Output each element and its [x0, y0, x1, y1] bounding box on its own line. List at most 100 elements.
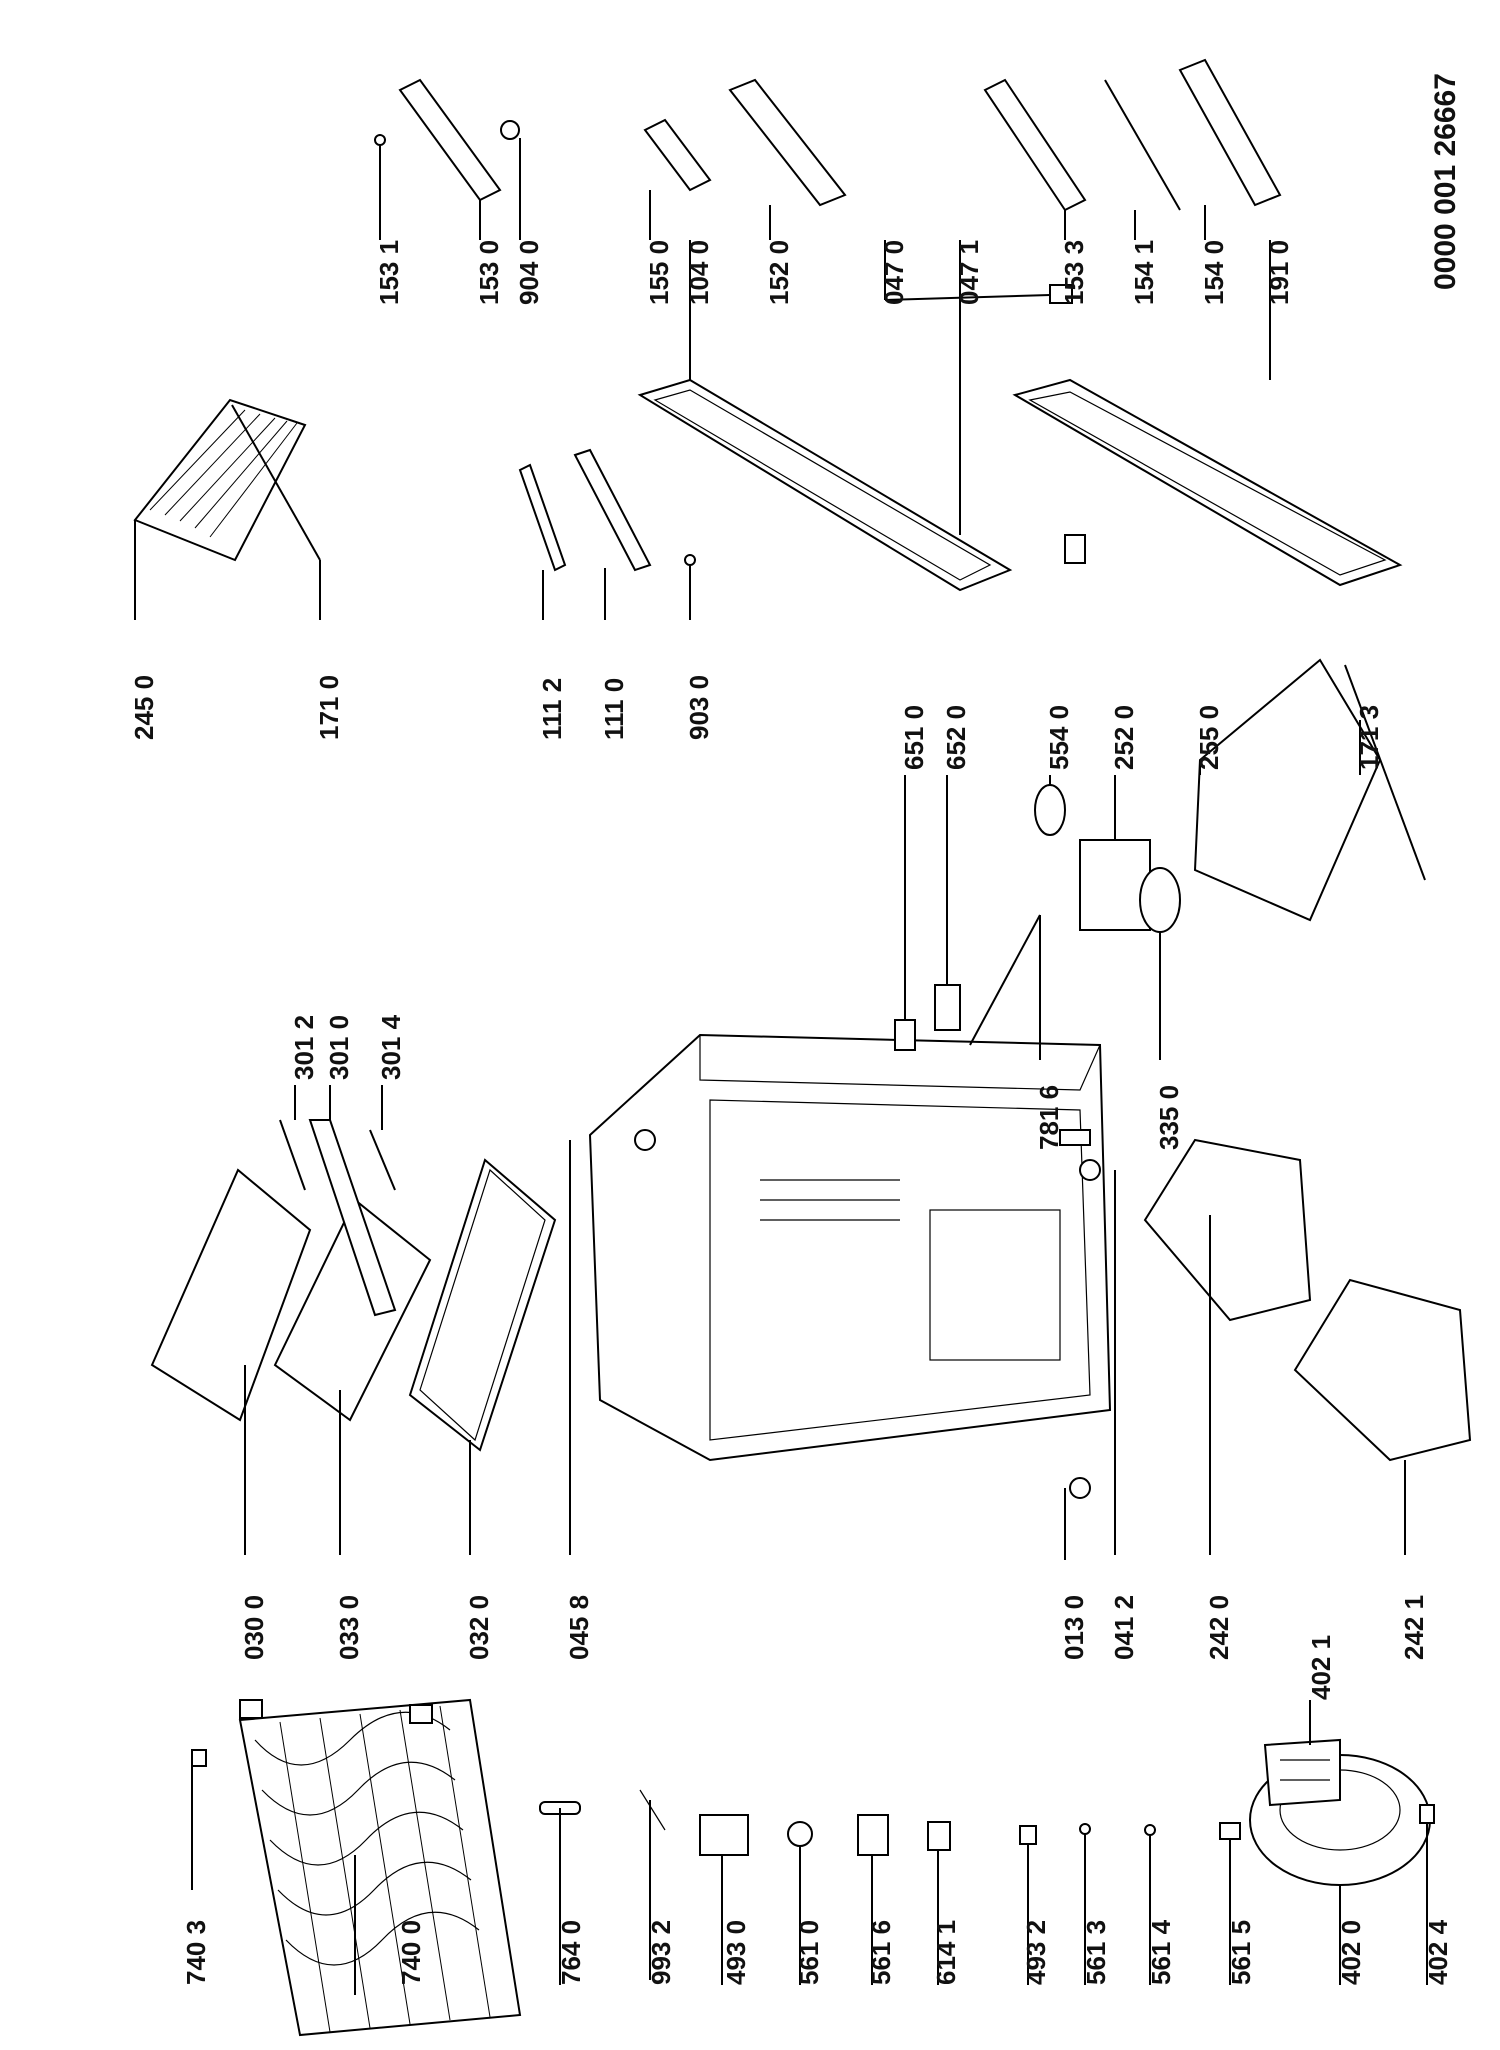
knob-3350: [1139, 867, 1181, 933]
label-030-0: 030 0: [239, 1595, 269, 1660]
label-904-0: 904 0: [514, 240, 544, 305]
label-764-0: 764 0: [556, 1920, 586, 1985]
label-561-5: 561 5: [1226, 1920, 1256, 1985]
label-781-6: 781 6: [1034, 1085, 1064, 1150]
leader-lines: [134, 138, 1428, 1995]
label-335-0: 335 0: [1154, 1085, 1184, 1150]
label-255-0: 255 0: [1194, 705, 1224, 770]
knob-5540: [1034, 784, 1066, 836]
label-153-0: 153 0: [474, 240, 504, 305]
clamp-4932: [1019, 1825, 1037, 1845]
plug-1531: [374, 134, 386, 146]
label-651-0: 651 0: [899, 705, 929, 770]
label-033-0: 033 0: [334, 1595, 364, 1660]
screw-5614: [1144, 1824, 1156, 1836]
label-740-0: 740 0: [396, 1920, 426, 1985]
label-013-0: 013 0: [1059, 1595, 1089, 1660]
label-252-0: 252 0: [1109, 705, 1139, 770]
crisper-cover-0320: [408, 1158, 557, 1452]
label-493-2: 493 2: [1021, 1920, 1051, 1985]
part-5610: [787, 1821, 813, 1847]
hinge-bottom: [1059, 1129, 1091, 1146]
part-1112: [518, 463, 567, 572]
label-104-0: 104 0: [684, 240, 714, 305]
label-153-3: 153 3: [1059, 240, 1089, 305]
bracket-5615: [1219, 1822, 1241, 1840]
trim-3012: [279, 1119, 306, 1191]
label-301-4: 301 4: [376, 1014, 406, 1080]
tube-9932: [639, 1789, 666, 1831]
hinge-0470: [1049, 284, 1073, 304]
label-561-4: 561 4: [1146, 1919, 1176, 1985]
label-242-1: 242 1: [1399, 1595, 1429, 1660]
label-041-2: 041 2: [1109, 1595, 1139, 1660]
label-171-3: 171 3: [1354, 705, 1384, 770]
door-1040: [637, 378, 1013, 592]
condenser-coil: [238, 1698, 522, 2037]
label-402-0: 402 0: [1336, 1920, 1366, 1985]
label-242-0: 242 0: [1204, 1595, 1234, 1660]
label-740-3: 740 3: [181, 1920, 211, 1985]
label-402-1: 402 1: [1306, 1635, 1336, 1700]
grommet-4024: [1419, 1804, 1435, 1824]
trim-1710: [231, 404, 321, 561]
foot-0130: [1069, 1477, 1091, 1499]
part-6141: [927, 1821, 951, 1851]
part-5616: [857, 1814, 889, 1856]
cap-9040: [500, 120, 520, 140]
clip-7403: [191, 1749, 207, 1767]
foot-0412: [1079, 1159, 1101, 1181]
thermostat-6520: [934, 984, 961, 1031]
drawer-2421: [1293, 1278, 1472, 1462]
label-111-2: 111 2: [537, 678, 567, 740]
trim-3014: [369, 1129, 396, 1191]
screw-top: [634, 1129, 656, 1151]
part-labels: 740 3 740 0 764 0 993 2 493 0 561 0 561 …: [129, 240, 1453, 1985]
lamp-housing-2520: [1079, 839, 1151, 931]
part-1110: [573, 448, 652, 572]
label-652-0: 652 0: [941, 705, 971, 770]
label-047-1: 047 1: [954, 240, 984, 305]
wire-shelf-2450: [133, 398, 307, 562]
relay-cover-4930: [699, 1814, 749, 1856]
label-301-2: 301 2: [289, 1015, 319, 1080]
door-1910: [1012, 378, 1403, 587]
label-493-0: 493 0: [721, 1920, 751, 1985]
label-111-0: 111 0: [599, 678, 629, 740]
label-171-0: 171 0: [314, 675, 344, 740]
label-561-6: 561 6: [866, 1920, 896, 1985]
shelf-2550: [1193, 658, 1382, 922]
screw-5613: [1079, 1823, 1091, 1835]
egg-tray-1550: [643, 118, 712, 192]
glass-shelf-0300: [150, 1168, 312, 1422]
label-402-4: 402 4: [1423, 1919, 1453, 1985]
label-191-0: 191 0: [1264, 240, 1294, 305]
label-245-0: 245 0: [129, 675, 159, 740]
label-155-0: 155 0: [644, 240, 674, 305]
bar-1541: [1104, 79, 1181, 211]
label-047-0: 047 0: [879, 240, 909, 305]
label-561-3: 561 3: [1081, 1920, 1111, 1985]
screw-9030: [684, 554, 696, 566]
tube-7816: [969, 914, 1041, 1046]
rack-1540: [1178, 58, 1282, 207]
handle-1530: [398, 78, 502, 202]
trim-3010: [308, 1119, 397, 1317]
label-032-0: 032 0: [464, 1595, 494, 1660]
label-554-0: 554 0: [1044, 705, 1074, 770]
label-614-1: 614 1: [931, 1920, 961, 1985]
part-6510: [894, 1019, 916, 1051]
trim-1713: [1344, 664, 1426, 881]
hinge-0471: [1064, 534, 1086, 564]
glass-shelf-0330: [273, 1198, 432, 1422]
label-152-0: 152 0: [764, 240, 794, 305]
bottle-rack-1520: [728, 78, 847, 207]
part-drawings: 0000 001 26667: [133, 58, 1472, 2037]
rack-1533: [983, 78, 1087, 212]
label-301-0: 301 0: [324, 1015, 354, 1080]
label-561-0: 561 0: [794, 1920, 824, 1985]
label-153-1: 153 1: [374, 240, 404, 305]
drawer-2420: [1143, 1138, 1312, 1322]
